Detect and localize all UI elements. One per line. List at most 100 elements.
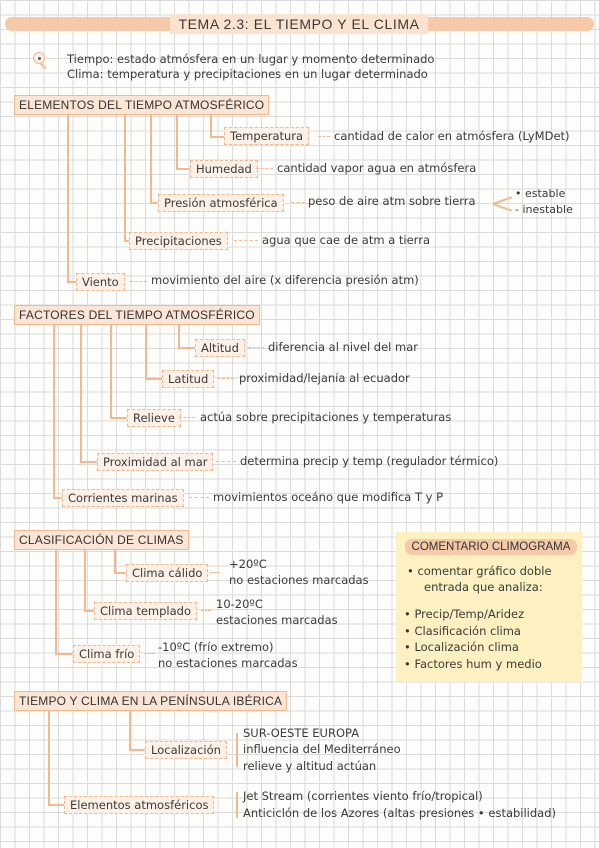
comentario-climograma-note [396,532,582,682]
desc-clima-calido-temp: +20ºC [229,557,267,571]
node-precipitaciones: Precipitaciones [129,232,228,250]
section-header-clasificacion: CLASIFICACIÓN DE CLIMAS [14,530,189,550]
tree-line [176,115,178,169]
connector [130,281,147,282]
node-humedad: Humedad [190,160,258,178]
section-header-elementos: ELEMENTOS DEL TIEMPO ATMOSFÉRICO [14,95,270,115]
tree-line [53,497,62,499]
desc-anticiclon-azores: Anticiclón de los Azores (altas presione… [243,806,557,820]
connector [318,136,330,137]
tree-line [210,115,212,137]
tree-line [67,115,69,282]
definition-tiempo: Tiempo: estado atmósfera en un lugar y m… [67,52,435,66]
desc-latitud: proximidad/lejanía al ecuador [239,371,410,385]
connector [201,610,211,611]
comentario-bullet: • Factores hum y medio [404,657,542,671]
node-clima-calido: Clima cálido [126,564,209,582]
bullet-connector [39,62,47,70]
desc-jet-stream: Jet Stream (corrientes viento frío/tropi… [243,789,483,803]
desc-clima-frio-estaciones: no estaciones marcadas [158,656,298,670]
tree-line [129,711,131,750]
desc-clima-frio-temp: -10ºC (frío extremo) [158,640,274,654]
connector [189,497,209,498]
tree-line [48,804,64,806]
connector [217,378,234,379]
connector [291,202,305,203]
tree-line [145,325,147,379]
tree-line [110,325,112,418]
presion-estable: • estable [515,187,566,200]
tree-line [84,610,94,612]
tree-line [150,115,152,203]
tree-line [80,325,82,462]
desc-proximidad-mar: determina precip y temp (regulador térmi… [240,454,499,468]
tree-line [80,461,97,463]
tree-line [53,325,55,498]
comentario-bullet: • Clasificación clima [404,624,521,638]
bracket-line [236,792,238,818]
tree-line [178,347,195,349]
desc-altitud: diferencia al nivel del mar [268,340,418,354]
connector [179,417,195,418]
desc-temperatura: cantidad de calor en atmósfera (LyMDet) [334,129,570,143]
tree-line [124,115,126,241]
presion-inestable: - inestable [515,203,573,216]
node-clima-templado: Clima templado [94,602,197,620]
branch-line [492,203,513,212]
desc-clima-templado-estaciones: estaciones marcadas [216,613,338,627]
node-temperatura: Temperatura [224,127,310,145]
comentario-line2: entrada que analiza: [424,580,543,594]
tree-line [150,202,158,204]
node-corrientes-marinas: Corrientes marinas [62,489,184,507]
desc-precipitaciones: agua que cae de atm a tierra [262,233,430,247]
node-presion: Presión atmosférica [158,194,284,212]
comentario-bullet: • Precip/Temp/Aridez [404,607,525,621]
bullet-icon [33,52,45,64]
node-viento: Viento [76,273,125,291]
desc-localizacion-1: SUR-OESTE EUROPA [243,726,360,740]
tree-line [210,136,224,138]
desc-viento: movimiento del aire (x diferencia presió… [151,273,419,287]
tree-line [55,653,73,655]
tree-line [84,550,86,611]
tree-line [114,550,116,573]
section-header-peninsula: TIEMPO Y CLIMA EN LA PENÍNSULA IBÉRICA [14,691,288,711]
bracket-line [236,733,238,767]
connector [256,168,273,169]
desc-localizacion-3: relieve y altitud actúan [243,759,377,773]
tree-line [178,325,180,348]
comentario-bullet: • Localización clima [404,640,519,654]
desc-clima-calido-estaciones: no estaciones marcadas [229,573,369,587]
connector [234,240,258,241]
desc-corrientes-marinas: movimientos oceáno que modifica T y P [213,490,444,504]
tree-line [145,378,162,380]
tree-line [48,711,50,805]
connector [248,347,264,348]
desc-clima-templado-temp: 10-20ºC [216,597,263,611]
connector [145,653,155,654]
connector [210,572,220,573]
tree-line [110,417,127,419]
tree-line [114,572,126,574]
tree-line [124,240,129,242]
node-altitud: Altitud [195,339,245,357]
desc-humedad: cantidad vapor agua en atmósfera [277,161,477,175]
comentario-title: COMENTARIO CLIMOGRAMA [405,539,577,555]
section-header-factores: FACTORES DEL TIEMPO ATMOSFÉRICO [14,305,260,325]
connector [216,461,236,462]
node-elementos-atmosfericos: Elementos atmosféricos [64,796,215,814]
comentario-line1: • comentar gráfico doble [407,564,552,578]
page-title: TEMA 2.3: EL TIEMPO Y EL CLIMA [170,14,428,34]
node-localizacion: Localización [145,741,227,759]
node-proximidad-mar: Proximidad al mar [97,453,214,471]
tree-line [55,550,57,654]
node-latitud: Latitud [162,370,215,388]
desc-localizacion-2: influencia del Mediterráneo [243,742,401,756]
definition-clima: Clima: temperatura y precipitaciones en … [67,67,428,81]
tree-line [176,168,190,170]
node-clima-frio: Clima frío [73,645,141,663]
tree-line [129,749,145,751]
desc-presion: peso de aire atm sobre tierra [308,194,476,208]
desc-relieve: actúa sobre precipitaciones y temperatur… [200,410,452,424]
tree-line [67,281,76,283]
